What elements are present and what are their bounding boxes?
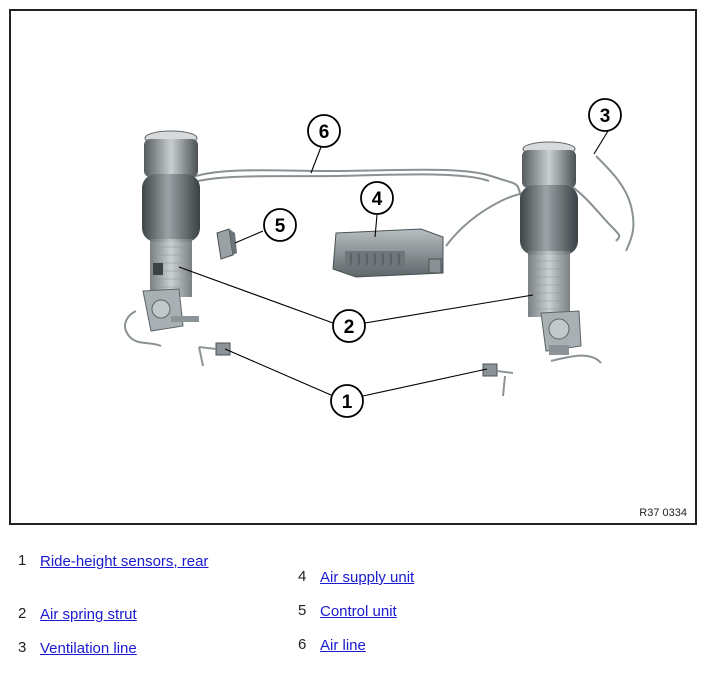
legend-link-ventilation-line[interactable]: Ventilation line (40, 640, 137, 657)
callout-2-label: 2 (344, 317, 355, 338)
air-supply-unit (332, 228, 444, 278)
legend-link-air-spring-strut[interactable]: Air spring strut (40, 606, 137, 623)
leader-lines (178, 130, 609, 397)
callout-5-label: 5 (275, 216, 286, 237)
callout-6: 6 (307, 114, 341, 148)
legend-link-control-unit[interactable]: Control unit (320, 603, 397, 620)
legend-link-ride-height-sensors[interactable]: Ride-height sensors, rear (40, 553, 209, 570)
ride-height-sensor-left (198, 342, 231, 367)
callout-4-label: 4 (372, 189, 383, 210)
legend-number: 1 (18, 552, 27, 569)
air-spring-strut-right (520, 141, 582, 355)
legend-number: 6 (298, 636, 307, 653)
control-unit (216, 228, 237, 260)
callout-6-label: 6 (319, 122, 330, 143)
legend-link-air-line[interactable]: Air line (320, 637, 366, 654)
air-line (124, 155, 635, 364)
legend-item: 3 Ventilation line (18, 639, 248, 659)
legend-item: 5 Control unit (298, 602, 528, 622)
callout-1-label: 1 (342, 392, 353, 413)
legend-item: 4 Air supply unit (298, 568, 528, 588)
ride-height-sensor-right (482, 363, 514, 397)
legend-number: 5 (298, 602, 307, 619)
legend-item: 2 Air spring strut (18, 605, 248, 625)
callout-5: 5 (263, 208, 297, 242)
callout-2: 2 (332, 309, 366, 343)
diagram-frame: 6 3 4 5 2 1 R37 0334 (9, 9, 697, 525)
callout-1: 1 (330, 384, 364, 418)
legend-item: 1 Ride-height sensors, rear (18, 552, 248, 592)
legend-number: 3 (18, 639, 27, 656)
legend-item: 6 Air line (298, 636, 528, 656)
callout-4: 4 (360, 181, 394, 215)
callout-3-label: 3 (600, 106, 611, 127)
callout-3: 3 (588, 98, 622, 132)
air-spring-strut-left (142, 130, 200, 332)
legend-number: 2 (18, 605, 27, 622)
legend-number: 4 (298, 568, 307, 585)
figure-code: R37 0334 (639, 507, 687, 519)
legend-link-air-supply-unit[interactable]: Air supply unit (320, 569, 415, 586)
air-suspension-diagram: 6 3 4 5 2 1 (124, 98, 635, 418)
